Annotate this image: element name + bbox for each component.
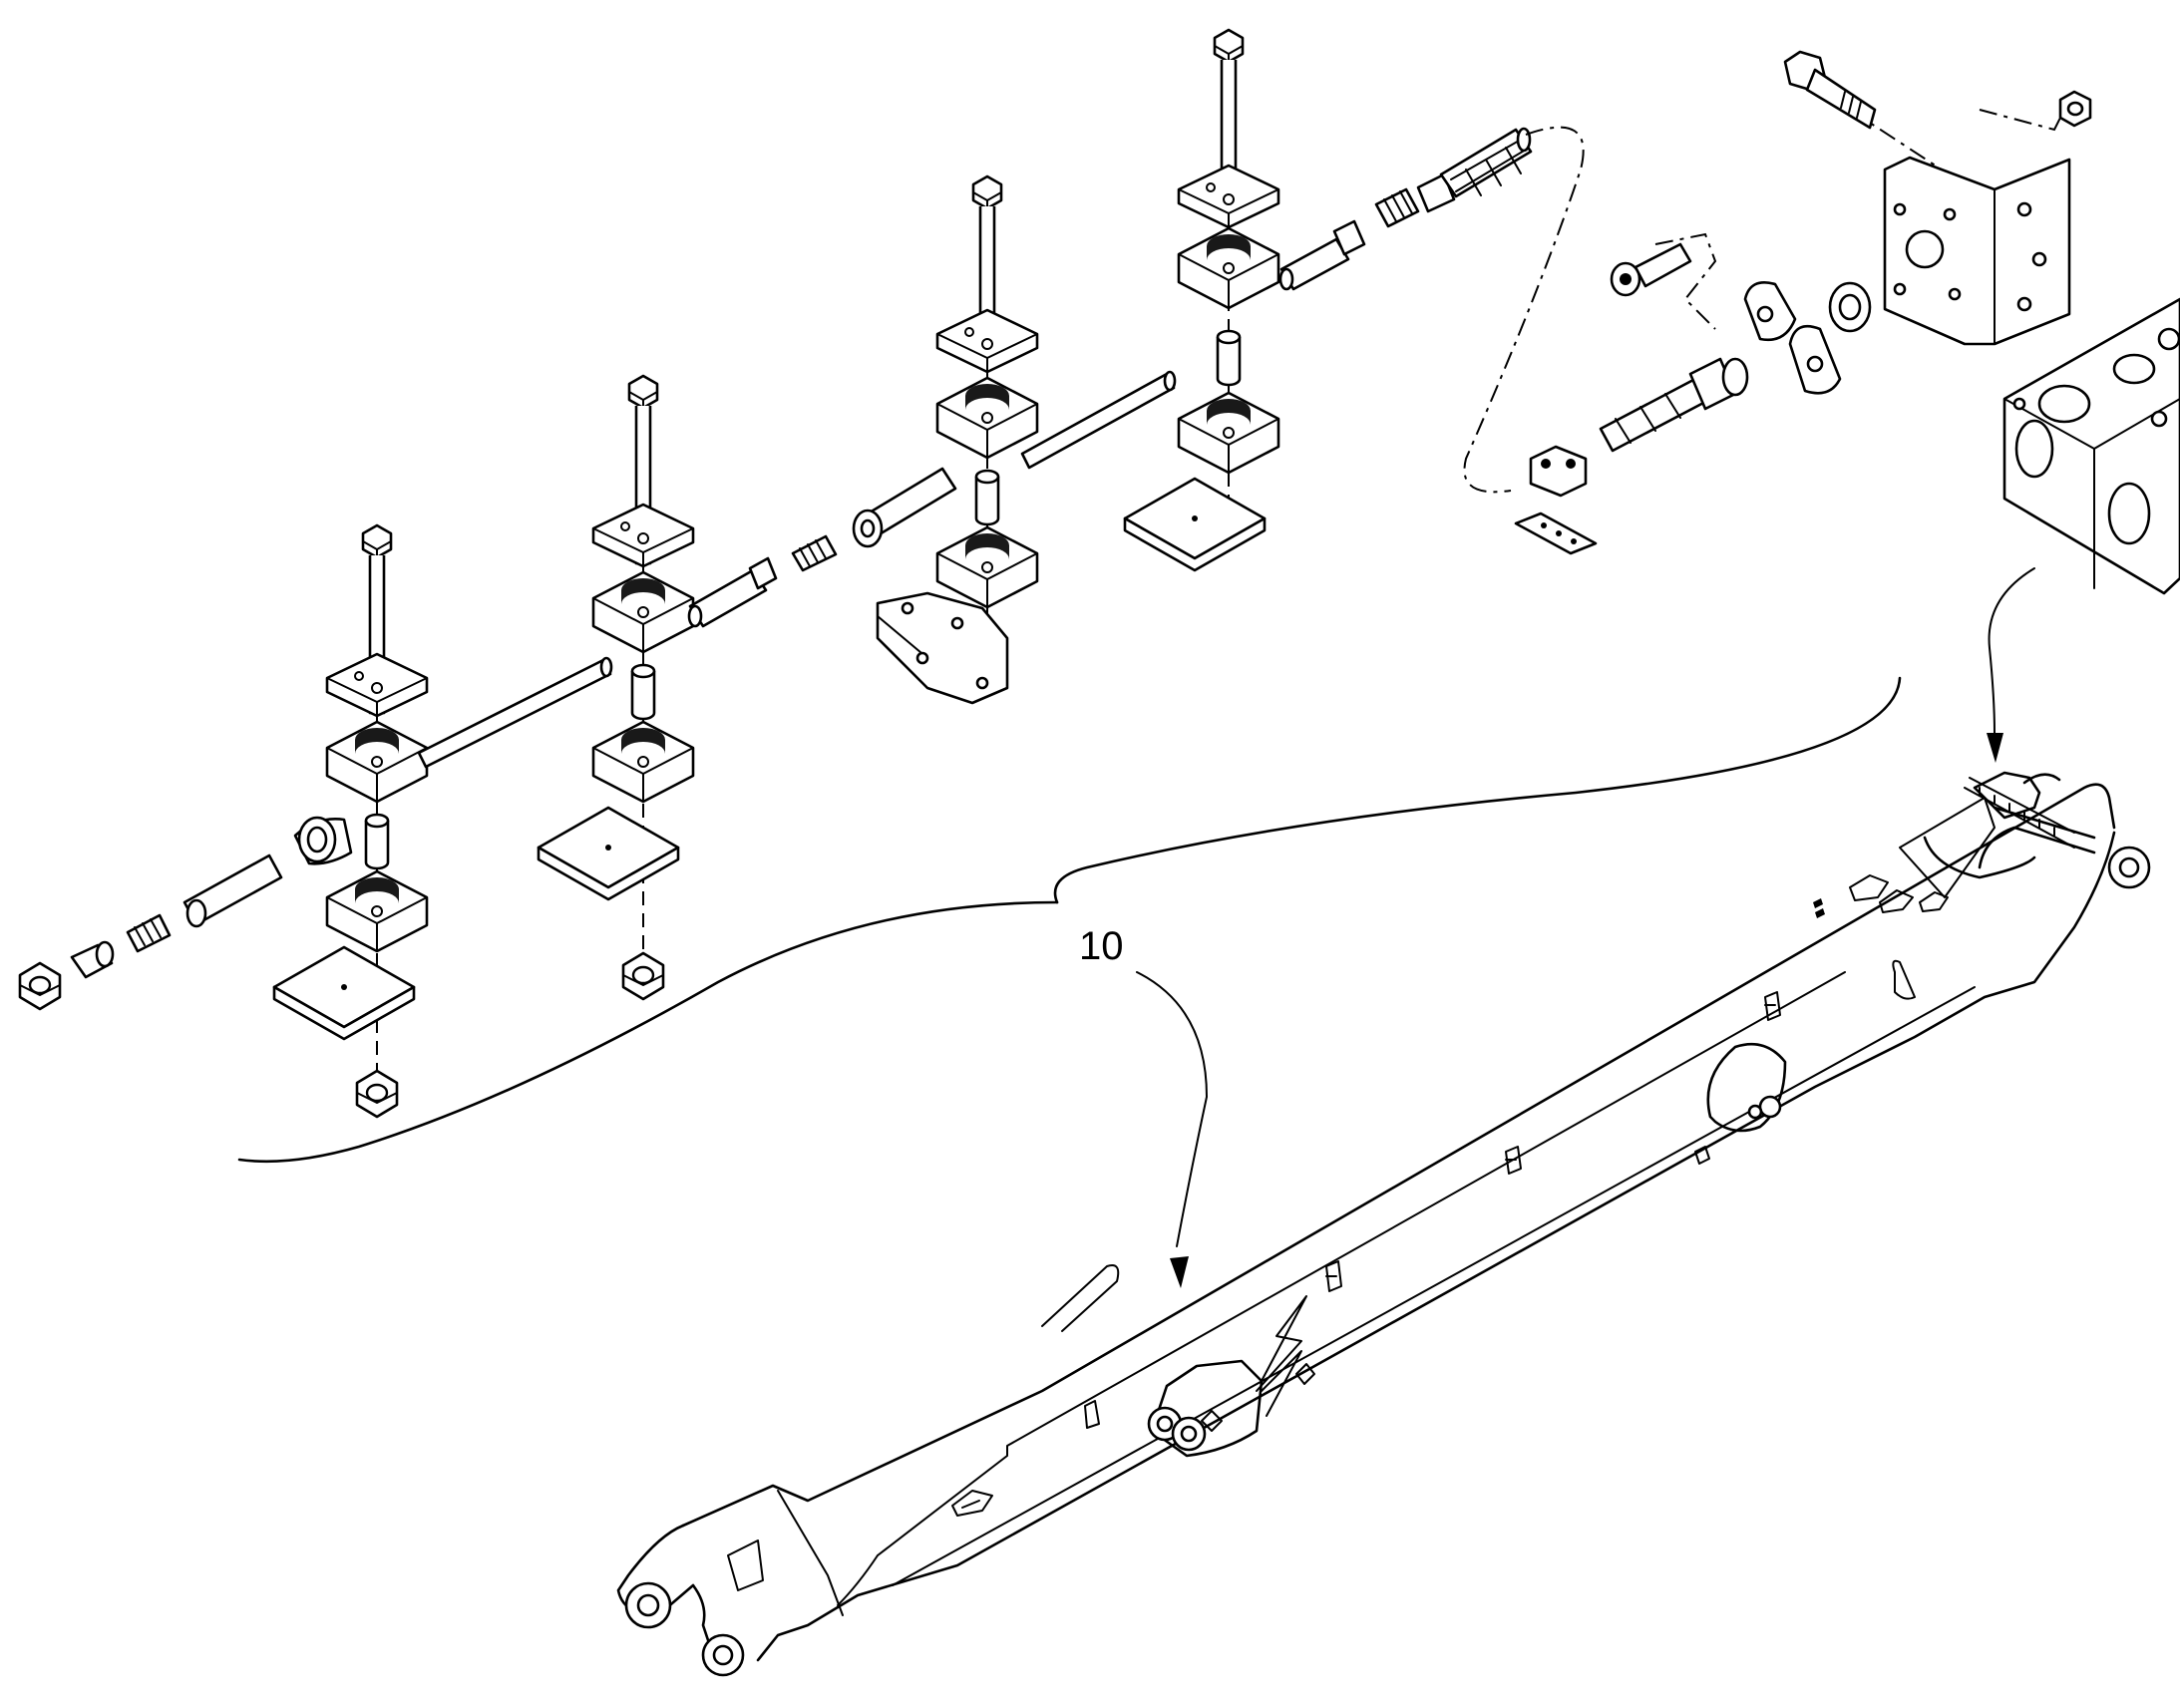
leader-line: [1136, 971, 1208, 1247]
boom-arm: [616, 771, 2151, 1677]
grouping-brace: [237, 676, 1902, 1164]
fitting-chain-upper: [1278, 127, 1533, 291]
control-valve-block: [2002, 297, 2180, 595]
clamp-group-1: [272, 523, 429, 1119]
fitting-chain-left: [18, 816, 353, 1011]
upper-right-assembly: [1463, 50, 2092, 555]
clamp-group-2: [537, 374, 695, 1001]
clamp-group-4: [1123, 28, 1280, 572]
leader-arrowhead: [1170, 1256, 1189, 1288]
callout-label: 10: [1079, 924, 1124, 968]
leader-valve: [1987, 567, 2035, 763]
callout-10: 10: [1079, 924, 1208, 1288]
hydraulic-pipes: [417, 370, 1177, 769]
clamp-group-3: [876, 174, 1039, 705]
fitting-chain-middle: [687, 467, 957, 628]
